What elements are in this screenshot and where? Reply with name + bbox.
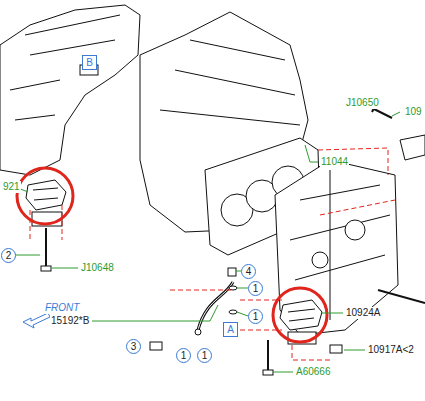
part-number: J10650: [345, 97, 380, 109]
callout-circle: 1: [176, 348, 191, 363]
part-number: 109: [404, 106, 423, 118]
callout-number: 1: [253, 284, 259, 294]
part-number: 10917A<2: [367, 344, 415, 356]
callout-number: 1: [181, 351, 187, 361]
part-number: A60666: [295, 366, 331, 378]
callout-circle: 2: [1, 248, 16, 263]
part-number: 11044: [320, 156, 349, 168]
part-number: 10924A: [345, 307, 381, 319]
reference-box: B: [82, 55, 97, 70]
callout-circle: 1: [248, 281, 263, 296]
part-number: 15192*B: [50, 315, 90, 327]
callout-number: 1: [253, 312, 259, 322]
callout-number: 3: [131, 342, 137, 352]
callout-number: 4: [246, 267, 252, 277]
callout-number: A: [227, 325, 234, 335]
callout-number: 2: [6, 251, 12, 261]
reference-box: A: [223, 322, 238, 337]
part-number: 921: [2, 181, 21, 193]
callout-circle: 3: [126, 339, 141, 354]
callout-circle: 1: [197, 348, 212, 363]
callout-circle: 4: [241, 264, 256, 279]
callout-circle: 1: [248, 309, 263, 324]
direction-label: FRONT: [44, 302, 80, 314]
callout-number: B: [86, 58, 93, 68]
callout-number: 1: [202, 351, 208, 361]
part-number: J10648: [80, 262, 115, 274]
